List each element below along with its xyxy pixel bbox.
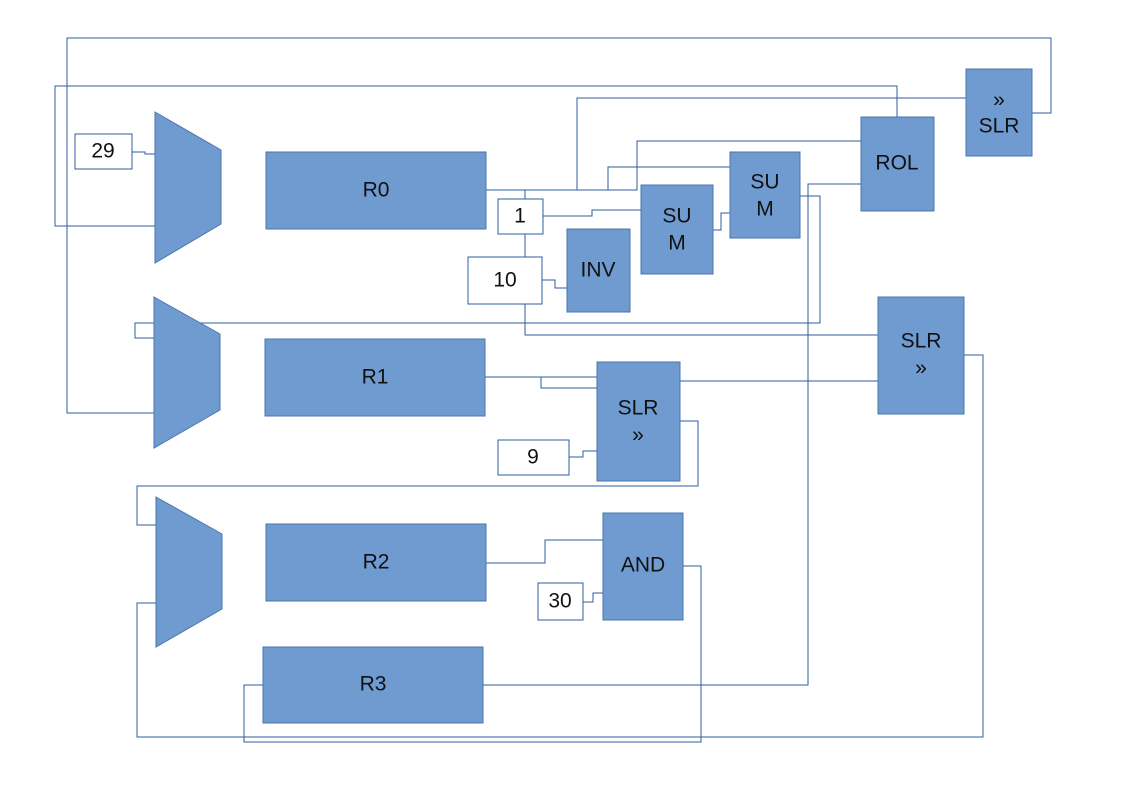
sum-unit-1-label-line1: SU xyxy=(662,205,691,228)
rol-unit-label: ROL xyxy=(875,152,918,175)
constant-9: 9 xyxy=(497,439,570,476)
wire-slr-right-to-mux2 xyxy=(136,354,984,738)
wire-r1-to-slr-right xyxy=(485,376,878,382)
sum-unit-1-label-line2: M xyxy=(668,232,686,255)
slr-unit-top-label-line1: » xyxy=(993,89,1005,112)
constant-1-label: 1 xyxy=(514,205,526,228)
wire-r0-to-sum2 xyxy=(486,166,730,191)
mux-1 xyxy=(153,296,221,449)
slr-unit-mid-label-line2: » xyxy=(632,424,644,447)
mux-2 xyxy=(155,496,223,648)
slr-unit-mid: SLR » xyxy=(596,361,681,482)
slr-unit-right: SLR » xyxy=(877,296,965,415)
wire-sum2-to-mux1 xyxy=(134,195,821,339)
wire-r0-to-rol xyxy=(486,140,861,191)
constant-9-label: 9 xyxy=(527,446,539,469)
and-unit-label: AND xyxy=(621,554,665,577)
register-r2-label: R2 xyxy=(363,551,390,574)
inv-unit-label: INV xyxy=(580,259,615,282)
slr-unit-right-label-line2: » xyxy=(915,357,927,380)
constant-30: 30 xyxy=(537,582,584,621)
sum-unit-2-label-line2: M xyxy=(756,198,774,221)
slr-unit-right-label-line1: SLR xyxy=(901,330,942,353)
register-r3-label: R3 xyxy=(360,673,387,696)
and-unit: AND xyxy=(602,512,684,621)
constant-29: 29 xyxy=(74,133,133,170)
wire-and-to-r3 xyxy=(243,565,702,743)
wire-c30-to-and xyxy=(583,592,603,603)
wire-slr-mid-to-mux2 xyxy=(136,420,699,526)
wire-slr-top-to-mux1 xyxy=(66,37,1052,414)
wire-c1-to-sum1 xyxy=(543,209,641,217)
constant-10: 10 xyxy=(467,256,543,305)
mux-0 xyxy=(154,111,222,264)
rol-unit: ROL xyxy=(860,116,935,212)
wire-c10-to-inv xyxy=(542,279,567,289)
register-r0: R0 xyxy=(265,151,487,230)
wire-r2-to-and xyxy=(486,539,603,564)
constant-10-label: 10 xyxy=(493,269,516,292)
constant-1: 1 xyxy=(497,198,544,235)
register-r2: R2 xyxy=(265,523,487,602)
sum-unit-1: SU M xyxy=(640,184,714,275)
constant-29-label: 29 xyxy=(91,140,114,163)
slr-unit-mid-label-line1: SLR xyxy=(618,397,659,420)
slr-unit-top: » SLR xyxy=(965,68,1033,157)
register-r1-label: R1 xyxy=(362,366,389,389)
slr-unit-top-label-line2: SLR xyxy=(979,115,1020,138)
wire-r3-to-rol xyxy=(483,183,861,686)
wire-c9-to-slr-mid xyxy=(569,450,597,458)
constant-30-label: 30 xyxy=(548,590,571,613)
register-r0-label: R0 xyxy=(363,179,390,202)
inv-unit: INV xyxy=(566,228,631,313)
wire-c29-to-mux0 xyxy=(132,151,155,155)
register-r3: R3 xyxy=(262,646,484,724)
wire-r1-to-slr-mid xyxy=(485,376,597,389)
register-r1: R1 xyxy=(264,338,486,417)
sum-unit-2: SU M xyxy=(729,151,801,239)
sum-unit-2-label-line1: SU xyxy=(750,171,779,194)
wire-sum1-to-sum2 xyxy=(713,212,730,231)
